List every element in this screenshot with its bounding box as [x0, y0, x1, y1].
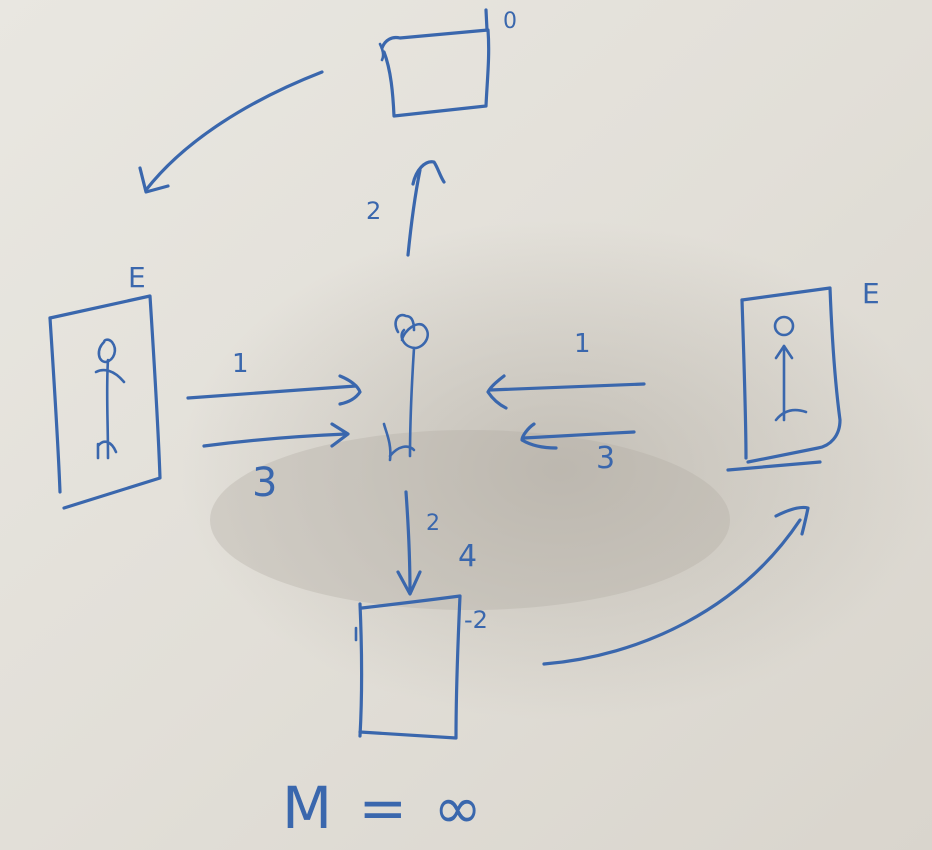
- right-mirror-figure: [773, 315, 808, 422]
- left-arrow-lower: [202, 422, 350, 448]
- bottom-mirror: [354, 594, 462, 740]
- left-arrow-upper-number: 1: [232, 349, 249, 379]
- downward-ray-number-b: 4: [458, 539, 477, 574]
- right-mirror-mark: E: [862, 277, 880, 310]
- right-arrow-lower-number: 3: [596, 441, 615, 476]
- right-arrow-upper: [486, 374, 646, 410]
- left-mirror: [48, 294, 162, 510]
- upper-ray-arrow: [406, 160, 446, 257]
- downward-ray-number-a: 2: [426, 511, 440, 536]
- left-mirror-figure: [94, 338, 126, 460]
- downward-ray-arrow: [396, 490, 422, 596]
- left-arrow-lower-number: 3: [252, 460, 277, 506]
- left-arrow-upper: [186, 374, 362, 406]
- magnification-equation: M = ∞: [282, 774, 486, 842]
- right-arrow-lower: [520, 422, 636, 450]
- top-mirror-mark: 0: [503, 9, 517, 34]
- right-mirror: [726, 286, 842, 472]
- left-mirror-mark: E: [128, 261, 146, 294]
- center-figure: [382, 313, 429, 462]
- curved-arrow-bottom-right: [542, 505, 810, 666]
- upper-ray-number: 2: [366, 197, 381, 225]
- curved-arrow-top-left: [138, 70, 324, 194]
- top-mirror: [378, 8, 491, 118]
- right-arrow-upper-number: 1: [574, 329, 591, 359]
- shadow-core: [210, 430, 730, 610]
- bottom-mirror-mark: -2: [464, 606, 488, 634]
